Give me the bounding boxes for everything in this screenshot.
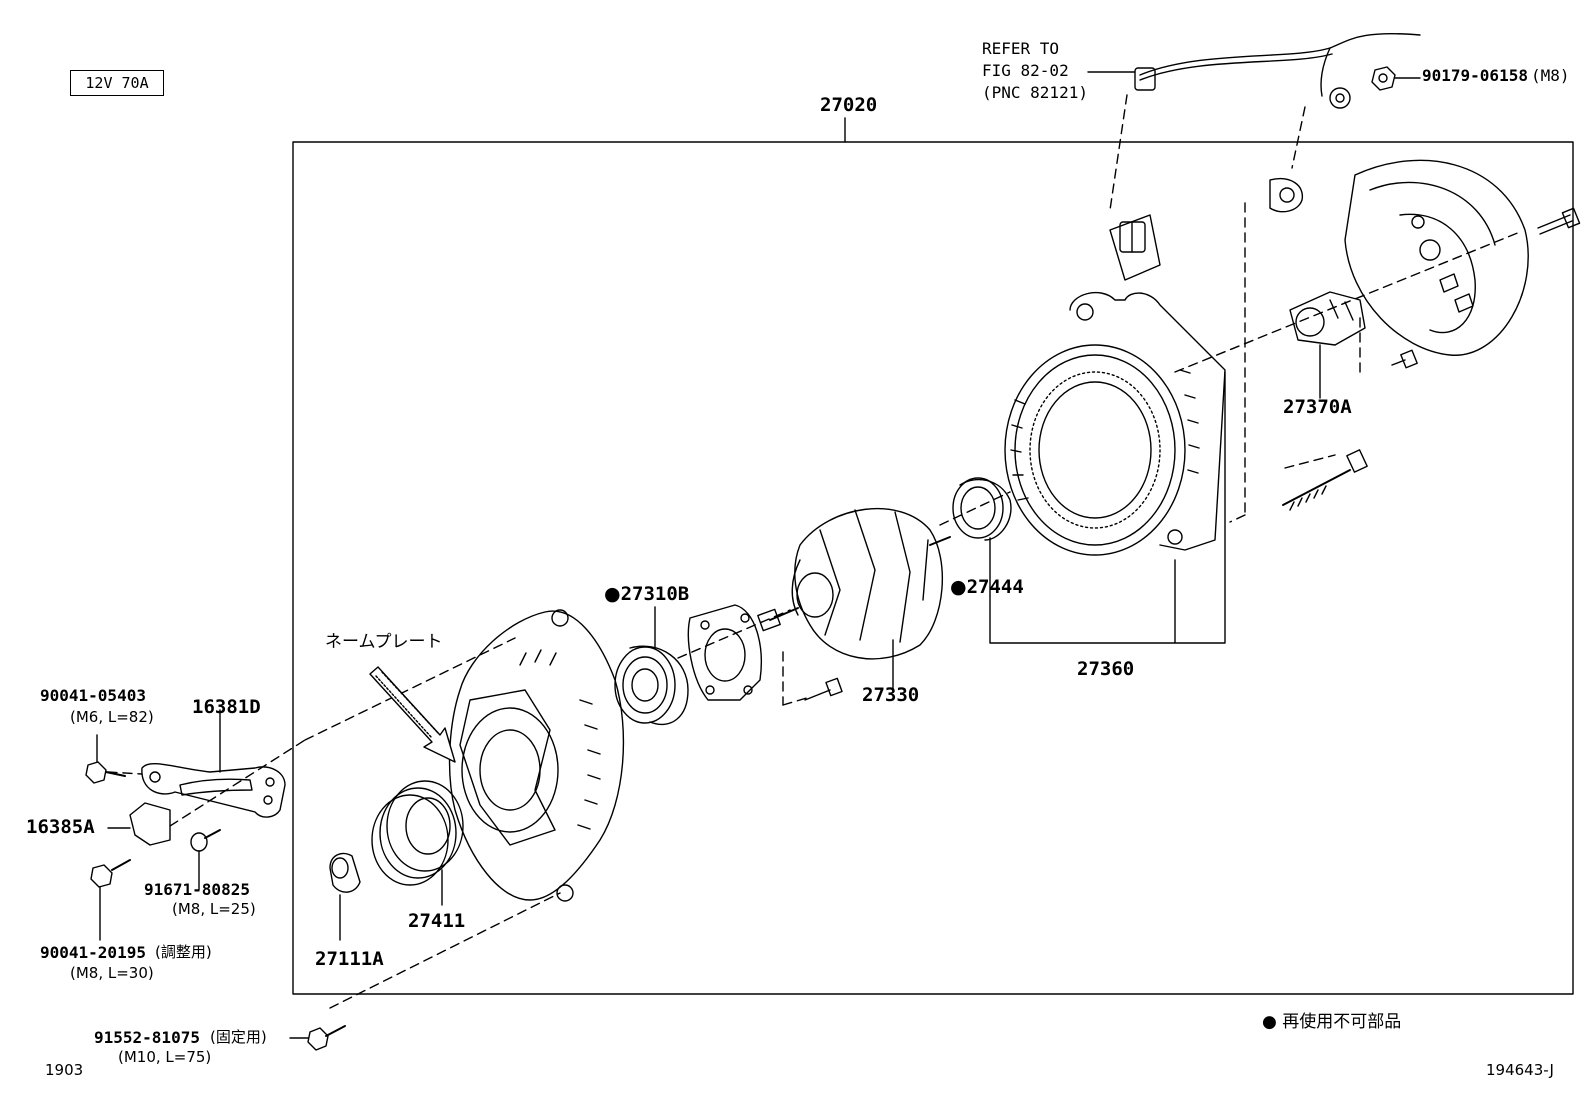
fastener-90041-05403-pn: 90041-05403 [40, 686, 146, 705]
drive-end-frame [450, 610, 624, 901]
bracket-16385a [108, 803, 170, 845]
part-27310b: 27310B [620, 583, 690, 605]
non-reusable-dot: ● [950, 576, 967, 598]
fastener-90041-20195-spec: (M8, L=30) [70, 964, 154, 982]
part-27370a: 27370A [1283, 396, 1352, 418]
fastener-90041-05403-spec: (M6, L=82) [70, 708, 154, 726]
pulley-nut-27111a [330, 853, 360, 940]
part-27310b-marker: ●27310B [604, 585, 689, 604]
fastener-91552-81075-pn: 91552-81075 [94, 1028, 200, 1047]
through-bolt [1283, 450, 1367, 510]
rotor-screw [805, 678, 842, 700]
assembly-axis [108, 95, 1520, 1008]
footer-right-code: 194643-J [1486, 1061, 1554, 1079]
bearing-retainer [688, 605, 761, 700]
brush-holder [1290, 292, 1365, 398]
legend: ● 再使用不可部品 [1262, 1014, 1401, 1031]
adjusting-bar-16381d [142, 710, 285, 817]
legend-text: 再使用不可部品 [1282, 1012, 1402, 1032]
assembly-frame [293, 142, 1573, 994]
wire-harness [1135, 34, 1420, 108]
bearing-27310b [615, 607, 688, 724]
fastener-90179-spec: (M8) [1531, 66, 1570, 85]
pulley-27411 [372, 781, 463, 905]
legend-dot: ● [1262, 1012, 1277, 1032]
part-27411: 27411 [408, 910, 466, 932]
spec-label: 12V 70A [70, 70, 164, 96]
part-16385a: 16385A [26, 816, 95, 838]
part-27330: 27330 [862, 684, 920, 706]
rotor-27330 [758, 509, 950, 690]
part-27444: 27444 [966, 576, 1024, 598]
rear-cover-bolt [1538, 208, 1580, 234]
footer-left-code: 1903 [45, 1061, 84, 1079]
fastener-90041-20195-pn: 90041-20195 [40, 943, 146, 962]
non-reusable-dot: ● [604, 583, 621, 605]
fastener-90041-20195-note: (調整用) [155, 943, 212, 961]
refer-note-line2: FIG 82-02 [982, 61, 1069, 80]
part-27111a: 27111A [315, 948, 384, 970]
fastener-90179-pn: 90179-06158 [1422, 66, 1528, 85]
fastener-91671-80825-pn: 91671-80825 [144, 880, 250, 899]
terminal-insulator [1270, 179, 1302, 212]
refer-note-line3: (PNC 82121) [982, 83, 1088, 102]
stator-rear-frame [1005, 215, 1225, 555]
fastener-91552-81075-note: (固定用) [210, 1028, 267, 1046]
nameplate-label: ネームプレート [325, 632, 443, 652]
rear-cover [1345, 160, 1528, 355]
leader-27360 [990, 372, 1225, 643]
bolt-91671-80825 [191, 830, 220, 890]
nut-90179-06158 [1372, 67, 1420, 90]
part-16381d: 16381D [192, 696, 261, 718]
bolt-91552-81075 [290, 1026, 345, 1050]
bolt-90041-05403 [86, 735, 125, 783]
bolt-90041-20195 [91, 860, 130, 940]
part-27360: 27360 [1077, 658, 1135, 680]
nameplate-arrow [370, 667, 455, 762]
rear-cover-screw [1392, 350, 1417, 367]
fastener-91552-81075-spec: (M10, L=75) [118, 1048, 212, 1066]
part-27444-marker: ●27444 [950, 578, 1024, 597]
part-27020: 27020 [820, 94, 878, 116]
bearing-27444 [953, 478, 1011, 540]
fastener-91671-80825-spec: (M8, L=25) [172, 900, 256, 918]
refer-note-line1: REFER TO [982, 39, 1060, 58]
